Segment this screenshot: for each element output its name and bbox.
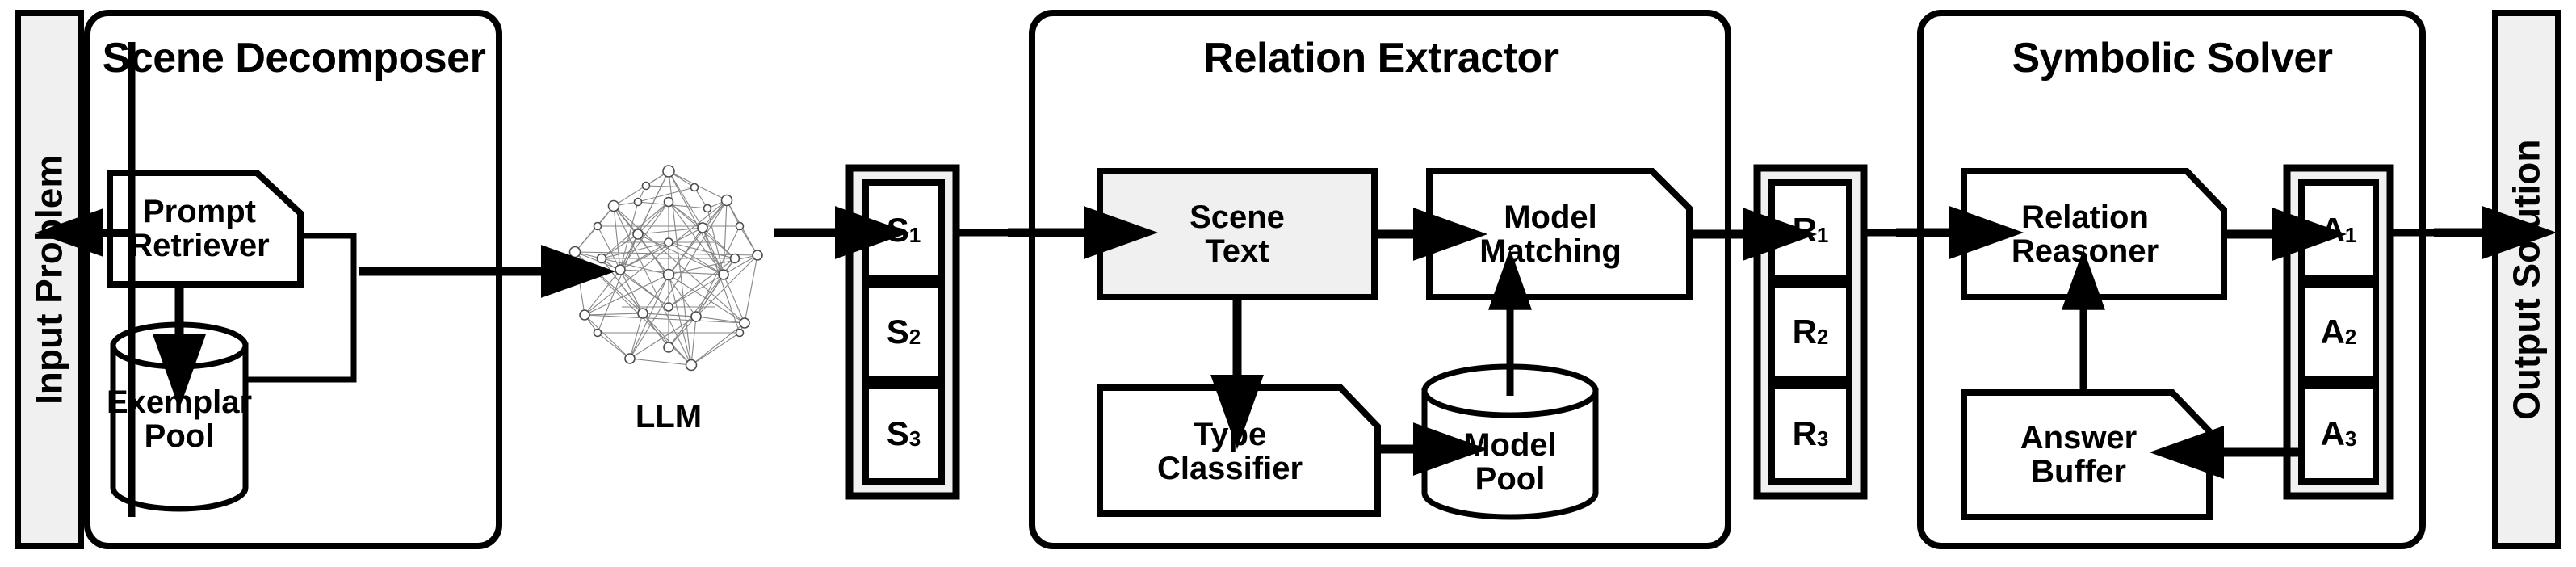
relation-reasoner-shape — [1961, 168, 2227, 300]
prompt-retriever-shape — [107, 170, 304, 288]
answer-token-stack — [2283, 164, 2394, 500]
answer-buffer-shape — [1961, 389, 2213, 520]
scene-token-stack — [845, 164, 960, 500]
exemplar-pool-shape — [110, 321, 249, 512]
output-solution-bar — [2492, 10, 2561, 549]
type-classifier-shape — [1097, 384, 1381, 517]
relation-token-stack — [1753, 164, 1868, 500]
llm-graph-illustration — [568, 165, 763, 372]
model-matching-shape — [1426, 168, 1693, 300]
input-problem-bar — [15, 10, 84, 549]
scene-text-shape — [1097, 168, 1378, 300]
